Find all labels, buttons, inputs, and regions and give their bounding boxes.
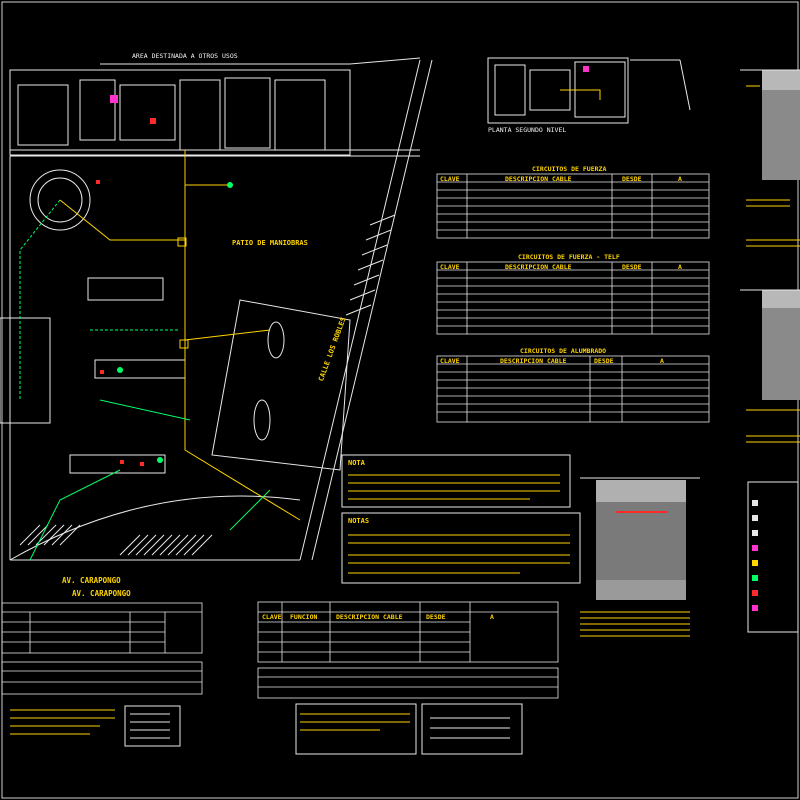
cft-header-desde: DESDE bbox=[622, 263, 642, 271]
site-plan bbox=[0, 57, 433, 561]
note-boxes bbox=[124, 454, 581, 755]
planta-segundo-nivel-label: PLANTA SEGUNDO NIVEL bbox=[488, 126, 567, 134]
area-otros-usos-label: AREA DESTINADA A OTROS USOS bbox=[132, 52, 238, 60]
ca-header-a: A bbox=[660, 357, 664, 365]
legend-panel bbox=[747, 481, 799, 633]
note-text-lines bbox=[10, 85, 800, 735]
table-grids bbox=[1, 173, 710, 699]
cf-header-clave: CLAVE bbox=[440, 175, 460, 183]
av-carapongo-label-1: AV. CARAPONGO bbox=[62, 576, 121, 585]
cf-header-desc: DESCRIPCION CABLE bbox=[505, 175, 572, 183]
electrical-symbols bbox=[96, 95, 233, 466]
trench-details bbox=[580, 69, 800, 600]
ca-header-desc: DESCRIPCION CABLE bbox=[500, 357, 567, 365]
cf-header-desde: DESDE bbox=[622, 175, 642, 183]
conduit-routing bbox=[19, 150, 301, 561]
nota-title: NOTA bbox=[348, 459, 365, 467]
cft-header-desc: DESCRIPCION CABLE bbox=[505, 263, 572, 271]
dw-header-desc: DESCRIPCION CABLE bbox=[336, 613, 403, 621]
circuitos-alumbrado-title: CIRCUITOS DE ALUMBRADO bbox=[520, 347, 607, 355]
dw-header-desde: DESDE bbox=[426, 613, 446, 621]
circuitos-fuerza-telf-title: CIRCUITOS DE FUERZA - TELF bbox=[518, 253, 620, 261]
cft-header-a: A bbox=[678, 263, 682, 271]
second-floor-plan bbox=[487, 57, 691, 124]
dw-header-funcion: FUNCION bbox=[290, 613, 318, 621]
dw-header-a: A bbox=[490, 613, 494, 621]
ca-header-desde: DESDE bbox=[594, 357, 614, 365]
av-carapongo-label-2: AV. CARAPONGO bbox=[72, 589, 131, 598]
cf-header-a: A bbox=[678, 175, 682, 183]
cft-header-clave: CLAVE bbox=[440, 263, 460, 271]
ca-header-clave: CLAVE bbox=[440, 357, 460, 365]
dw-header-clave: CLAVE bbox=[262, 613, 282, 621]
patio-maniobras-label: PATIO DE MANIOBRAS bbox=[232, 239, 308, 247]
notas-title: NOTAS bbox=[348, 517, 370, 525]
circuitos-fuerza-title: CIRCUITOS DE FUERZA bbox=[532, 165, 607, 173]
pavement-hatch bbox=[19, 214, 396, 556]
